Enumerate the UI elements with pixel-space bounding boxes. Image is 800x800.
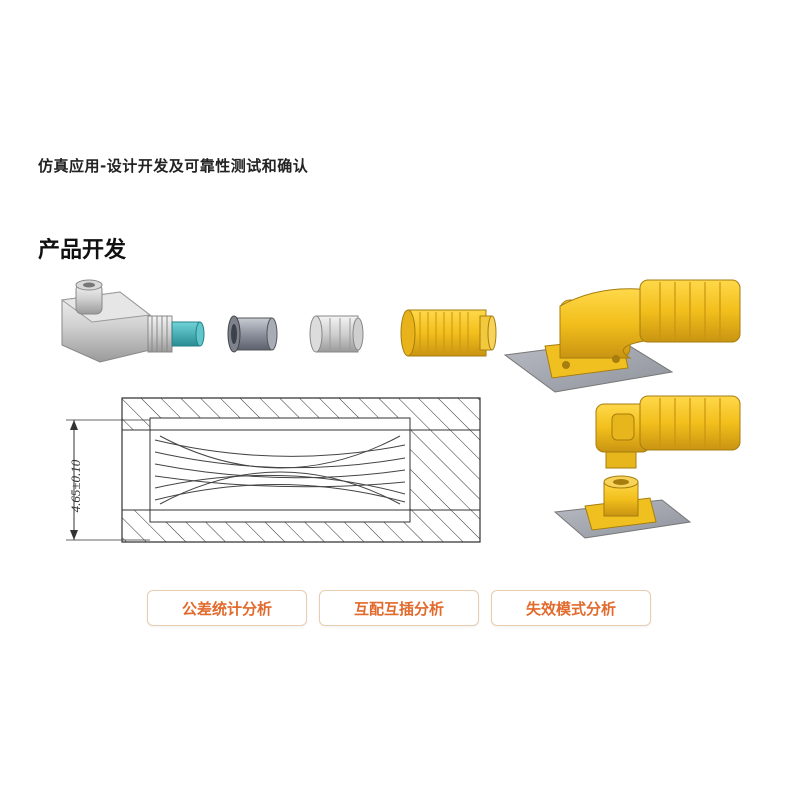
assembled-connector-bottom bbox=[553, 395, 741, 539]
tag-mating-analysis[interactable]: 互配互插分析 bbox=[319, 590, 479, 626]
slotted-sleeve-part bbox=[309, 315, 364, 353]
analysis-tag-row: 公差统计分析 互配互插分析 失效模式分析 bbox=[147, 590, 651, 626]
assembled-connector-top bbox=[503, 279, 741, 393]
angled-terminal-part bbox=[60, 279, 205, 363]
section-title: 产品开发 bbox=[38, 238, 127, 263]
cross-section-drawing: 4.65±0.10 bbox=[66, 397, 481, 543]
page-subtitle: 仿真应用-设计开发及可靠性测试和确认 bbox=[38, 157, 309, 175]
tag-failure-mode-analysis[interactable]: 失效模式分析 bbox=[491, 590, 651, 626]
tag-tolerance-analysis[interactable]: 公差统计分析 bbox=[147, 590, 307, 626]
tolerance-dimension-label: 4.65±0.10 bbox=[68, 459, 83, 512]
steel-bushing-part bbox=[227, 315, 278, 353]
yellow-sleeve-part bbox=[400, 309, 497, 357]
